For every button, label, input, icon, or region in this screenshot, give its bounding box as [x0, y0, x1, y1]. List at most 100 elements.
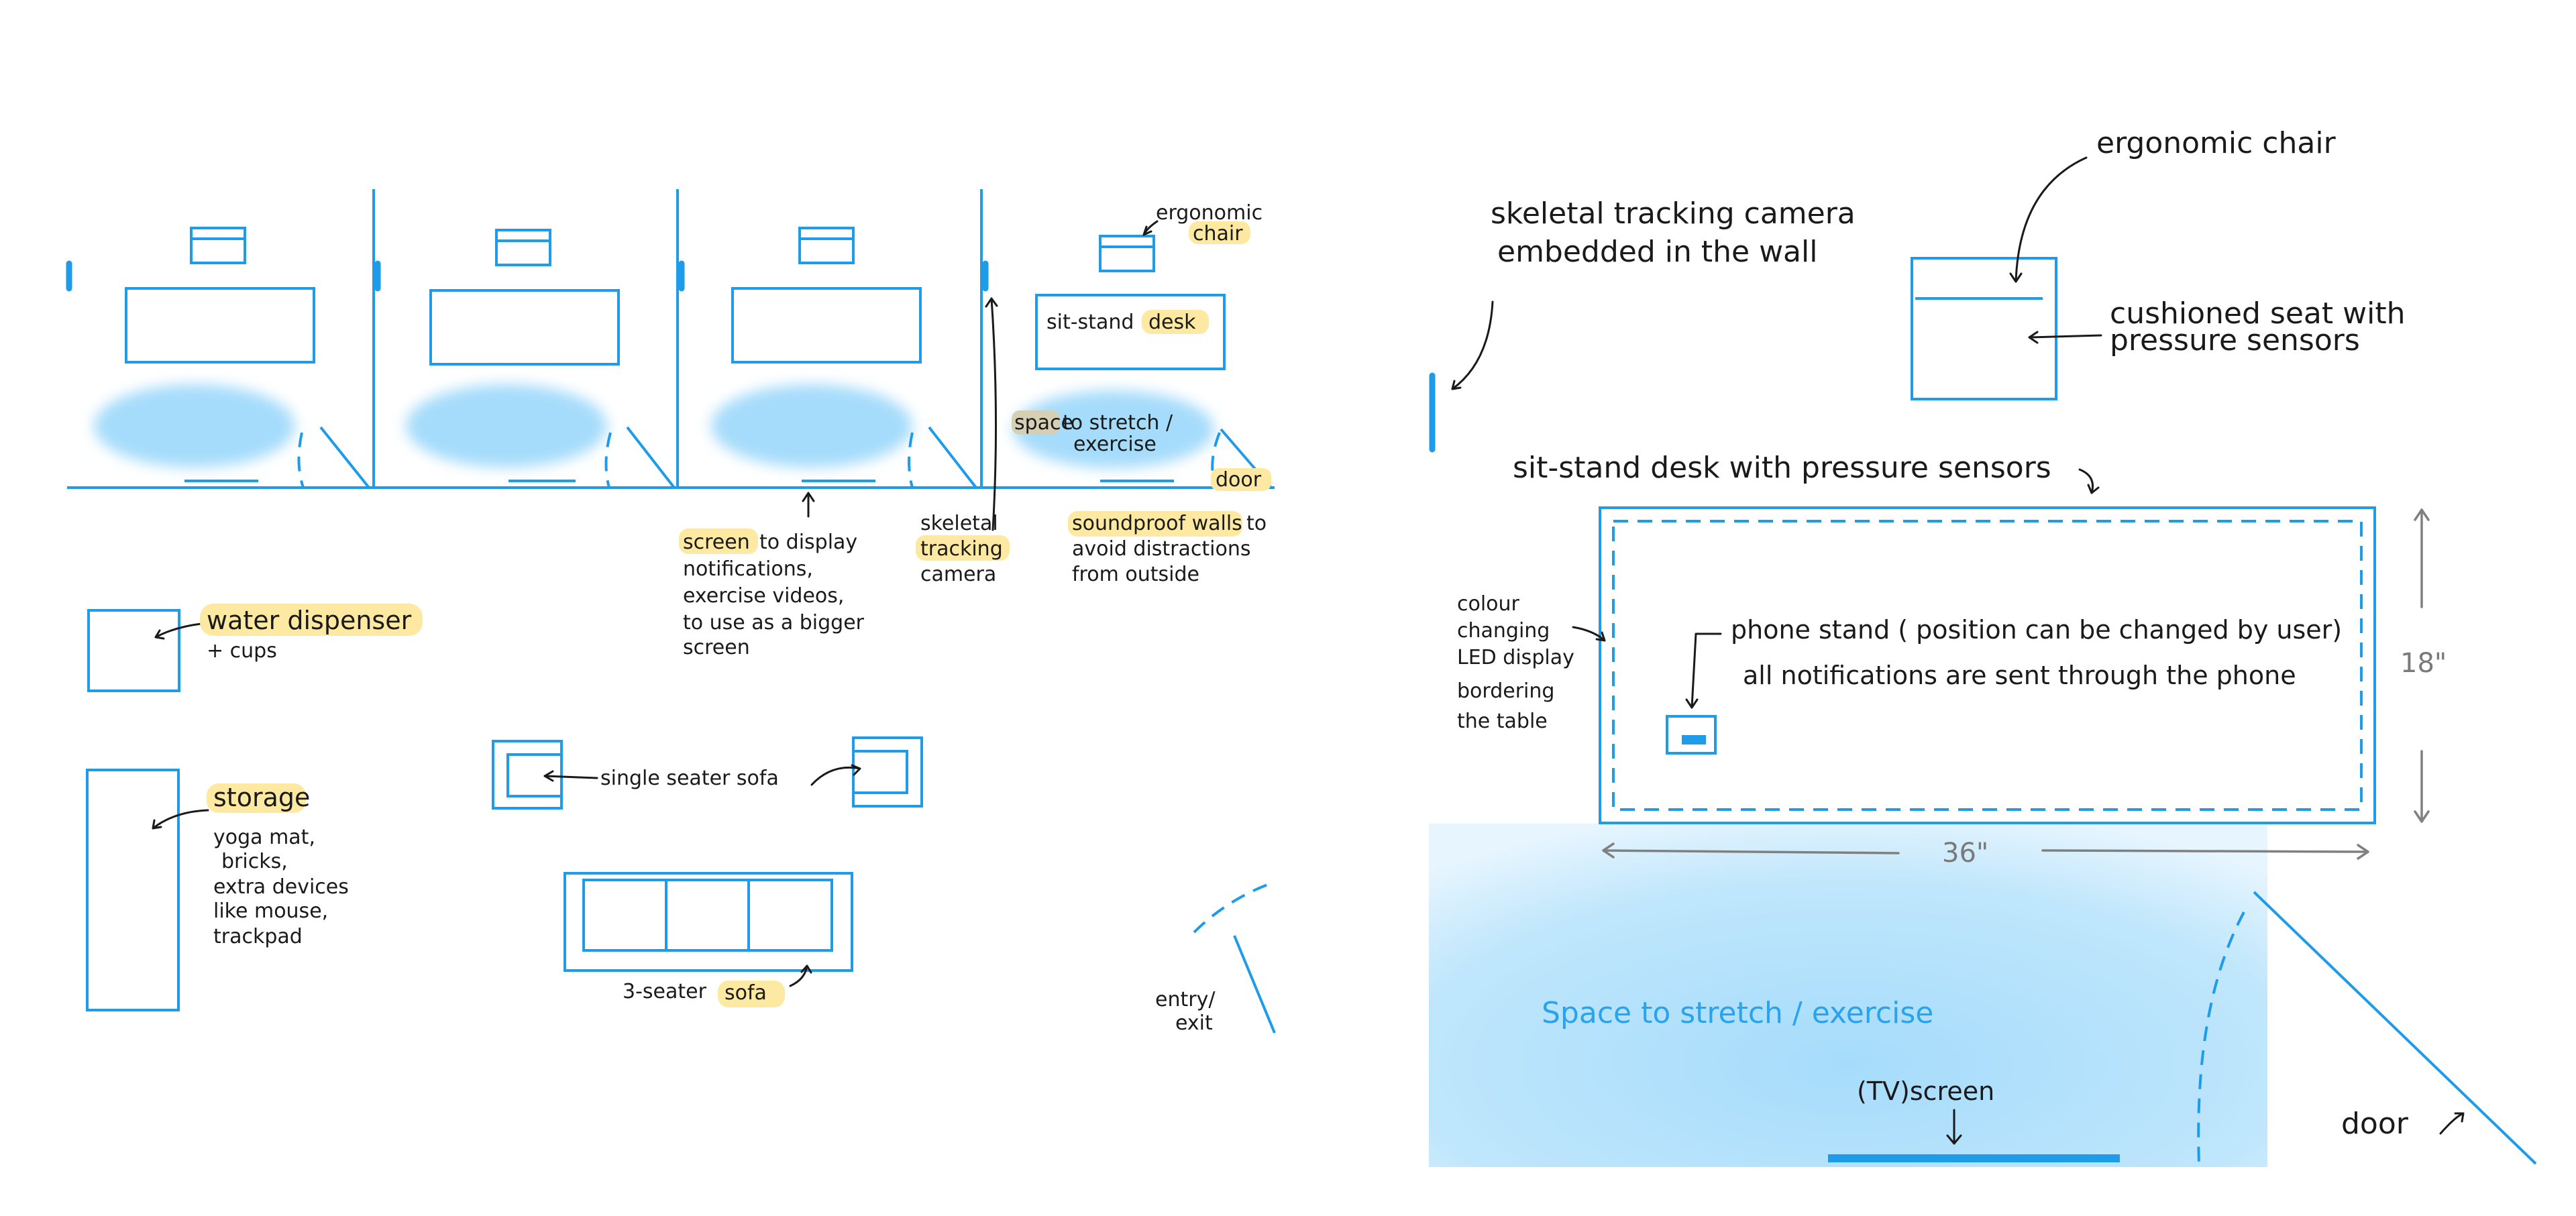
label-led-line3: LED display [1457, 646, 1574, 669]
label-notifications: all notifications are sent through the p… [1743, 661, 2296, 690]
label-width: 36" [1942, 838, 1988, 869]
cubicle-3 [731, 227, 977, 489]
label-to-stretch: to stretch / [1063, 411, 1173, 435]
label-cushioned-line1: cushioned seat with [2110, 296, 2405, 331]
width-arrow-right [2041, 844, 2369, 860]
label-storage: storage [213, 783, 310, 812]
desk-3 [731, 287, 922, 364]
label-desk: desk [1148, 311, 1196, 334]
arrow-to-sofa-left [543, 770, 598, 782]
desk-4 [1035, 294, 1226, 370]
arrow-to-phone-stand [1685, 632, 1722, 709]
label-screen-line2: notifications, [683, 557, 813, 581]
label-space: space [1014, 411, 1073, 435]
label-water-dispenser: water dispenser [207, 606, 412, 635]
phone [1682, 735, 1706, 744]
label-entry: entry/ [1155, 988, 1216, 1011]
label-led-line1: colour [1457, 592, 1520, 616]
arrow-to-tv [1946, 1109, 1962, 1145]
label-three-seater: 3-seater [623, 980, 707, 1003]
width-arrow-left [1602, 842, 1900, 859]
entry-door-swing [1193, 881, 1275, 934]
label-door: door [2341, 1107, 2409, 1141]
exercise-area-2 [406, 384, 607, 467]
label-exercise-small: exercise [1073, 433, 1157, 456]
label-screen-rest: to display [759, 531, 857, 554]
door-2 [626, 426, 676, 489]
label-cups: + cups [207, 639, 277, 663]
label-screen-line3: exercise videos, [683, 584, 844, 608]
label-chair: chair [1193, 222, 1243, 245]
label-screen-line5: screen [683, 636, 750, 659]
arrow-to-screen [802, 492, 815, 518]
arrow-to-camera [985, 297, 998, 531]
chair-2 [495, 229, 551, 266]
label-soundproof: soundproof walls [1072, 512, 1242, 535]
label-phone-stand: phone stand ( position can be changed by… [1731, 615, 2342, 645]
arrow-to-chair-4 [1142, 220, 1159, 236]
exercise-area-4 [1013, 390, 1214, 468]
label-storage-line5: trackpad [213, 925, 303, 948]
label-ergonomic: ergonomic [1156, 201, 1263, 225]
label-desk-sensors: sit-stand desk with pressure sensors [1513, 451, 2051, 485]
arrow-to-desk [2078, 468, 2100, 494]
label-camera: camera [920, 563, 996, 586]
label-exit: exit [1175, 1011, 1213, 1035]
label-storage-line1: yoga mat, [213, 826, 315, 849]
label-storage-line3: extra devices [213, 875, 349, 899]
label-single-seater-sofa: single seater sofa [600, 767, 779, 790]
label-screen-hl: screen [683, 531, 750, 554]
label-cushioned-line2: pressure sensors [2110, 323, 2360, 357]
exercise-areas [94, 384, 1214, 468]
label-storage-line2: bricks, [221, 850, 288, 873]
label-skeletal: skeletal [920, 512, 998, 535]
depth-arrow-top [2414, 508, 2430, 608]
desk-2 [429, 289, 620, 366]
label-space-exercise: Space to stretch / exercise [1542, 996, 1933, 1030]
desk-1 [125, 287, 315, 364]
arrow-to-sofa-right [810, 764, 861, 786]
storage-unit [86, 769, 180, 1011]
label-sofa: sofa [724, 981, 767, 1005]
label-skeletal-line1: skeletal tracking camera [1491, 197, 1856, 231]
label-led-line2: changing [1457, 619, 1550, 643]
arrow-to-led [1572, 626, 1606, 642]
label-led-line5: the table [1457, 710, 1548, 733]
label-soundproof-to: to [1246, 512, 1267, 535]
label-avoid: avoid distractions [1072, 537, 1250, 561]
arrow-to-door [2439, 1112, 2465, 1135]
ergonomic-chair [1911, 257, 2057, 400]
label-door-small: door [1216, 468, 1262, 492]
arrow-to-cushion [2028, 331, 2102, 344]
label-tracking: tracking [920, 537, 1003, 561]
phone-stand [1666, 715, 1717, 755]
arrow-to-water-dispenser [154, 622, 203, 640]
exercise-area-1 [94, 384, 295, 467]
label-ergonomic-chair: ergonomic chair [2096, 126, 2337, 160]
arrow-to-chair [2009, 156, 2088, 283]
exercise-space [1429, 824, 2267, 1167]
label-from-outside: from outside [1072, 563, 1199, 586]
left-floor-plan: ergonomic chair sit-stand desk space to … [66, 189, 1276, 1035]
door-swing-2 [604, 432, 612, 488]
door-swing-1 [297, 432, 305, 488]
arrow-to-wall-camera [1451, 300, 1494, 390]
water-dispenser [87, 609, 180, 692]
led-border [1612, 520, 2363, 811]
label-screen-line4: to use as a bigger [683, 611, 865, 634]
label-sit-stand: sit-stand [1046, 311, 1134, 334]
door [2253, 891, 2537, 1165]
exercise-area-3 [711, 384, 912, 467]
arrow-to-storage [152, 809, 209, 830]
cubicle-1 [125, 227, 370, 489]
arrow-to-three-seater [789, 964, 812, 987]
chair-4 [1099, 235, 1155, 272]
single-seater-sofa-right [852, 736, 923, 808]
door-3 [928, 426, 977, 489]
single-seater-sofa-left [492, 740, 563, 810]
door-swing [2197, 911, 2245, 1164]
depth-arrow-bottom [2414, 750, 2430, 823]
label-tv-screen: (TV)screen [1857, 1076, 1994, 1106]
right-floor-plan: skeletal tracking camera embedded in the… [1429, 126, 2537, 1167]
